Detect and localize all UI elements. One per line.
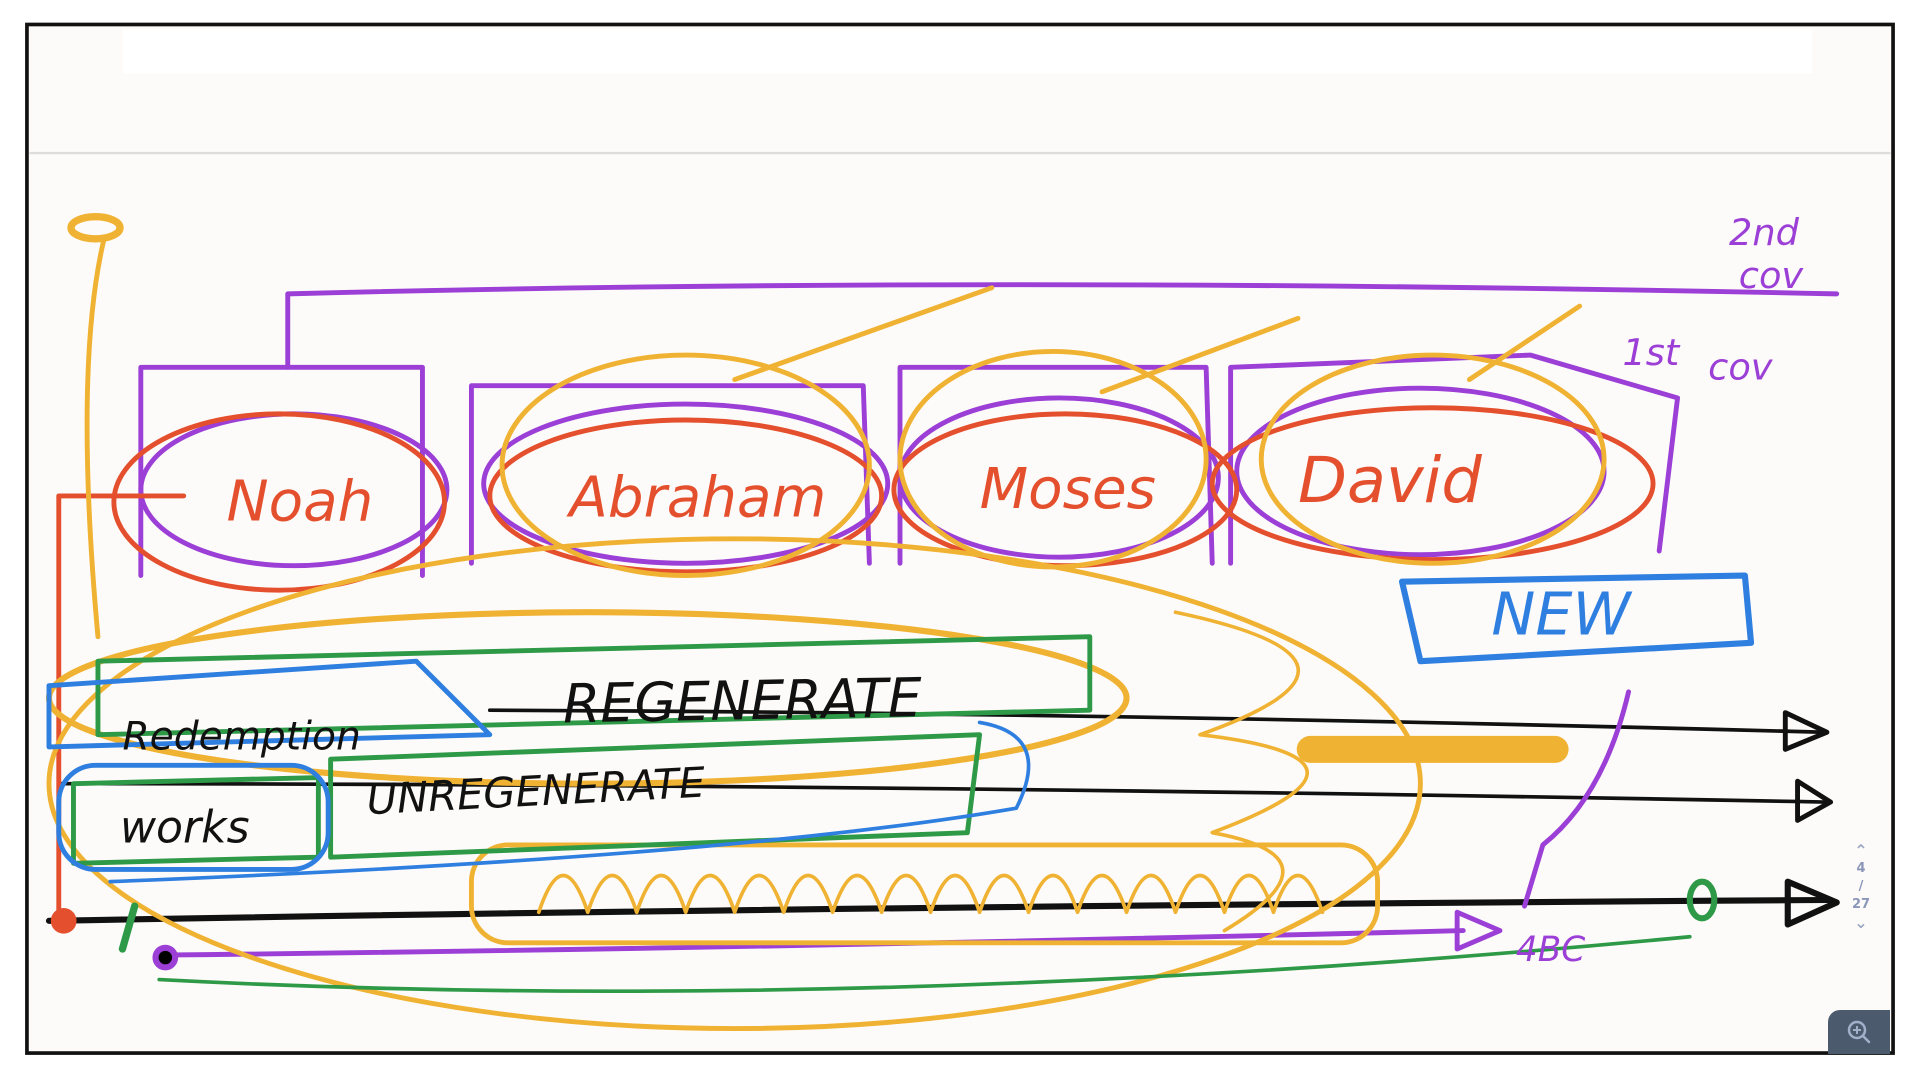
orange-strokes bbox=[45, 213, 1607, 1032]
zoom-in-icon bbox=[1847, 1020, 1871, 1044]
new-label: NEW bbox=[1491, 579, 1632, 648]
chevron-up-icon[interactable]: ⌃ bbox=[1854, 841, 1868, 860]
second-covenant-ordinal: 2nd bbox=[1729, 211, 1800, 254]
second-covenant-label: cov bbox=[1739, 254, 1805, 297]
first-covenant-label: cov bbox=[1708, 346, 1774, 389]
timeline-lines bbox=[45, 708, 1840, 928]
first-covenant-ordinal: 1st bbox=[1622, 331, 1680, 374]
red-strokes bbox=[50, 405, 1656, 934]
works-label: works bbox=[120, 802, 250, 853]
redemption-label: Redemption bbox=[122, 714, 360, 759]
zoom-button[interactable] bbox=[1828, 1010, 1890, 1054]
page-indicator: ⌃ 4 / 27 ⌄ bbox=[1840, 842, 1882, 932]
date-label: 4BC bbox=[1516, 930, 1585, 970]
name-abraham: Abraham bbox=[566, 466, 826, 531]
chevron-down-icon[interactable]: ⌄ bbox=[1854, 913, 1868, 932]
name-noah: Noah bbox=[227, 469, 374, 534]
total-pages: 27 bbox=[1851, 897, 1871, 912]
header-strip bbox=[122, 29, 1813, 74]
regenerate-label: REGENERATE bbox=[562, 666, 922, 735]
name-david: David bbox=[1298, 444, 1482, 518]
current-page: 4 bbox=[1856, 861, 1866, 876]
blue-strokes bbox=[46, 572, 1755, 884]
name-moses: Moses bbox=[980, 457, 1156, 522]
page-separator: / bbox=[1858, 879, 1864, 894]
